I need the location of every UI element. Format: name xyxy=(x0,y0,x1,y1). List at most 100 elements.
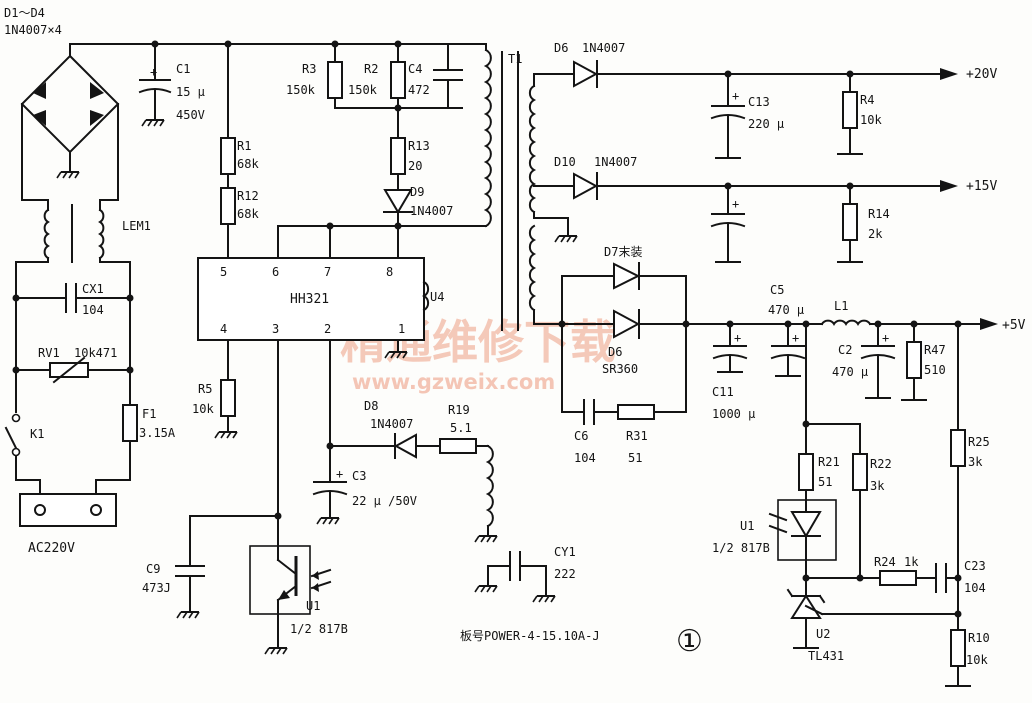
f1-value: 3.15A xyxy=(139,426,176,440)
out-20v: +20V xyxy=(966,67,997,82)
ic-pin4: 4 xyxy=(220,322,227,336)
aux-supply: + xyxy=(312,339,498,543)
l1-ref: L1 xyxy=(834,299,848,313)
cy1-capacitor xyxy=(474,551,556,603)
r25-value: 3k xyxy=(968,455,983,469)
hh321-ic xyxy=(197,222,430,341)
r14-value: 2k xyxy=(868,227,883,241)
r10-value: 10k xyxy=(966,653,988,667)
c23-value: 104 xyxy=(964,581,986,595)
r24-ref: R24 xyxy=(874,555,896,569)
r1-ref: R1 xyxy=(237,139,251,153)
cx1-ref: CX1 xyxy=(82,282,104,296)
r10-ref: R10 xyxy=(968,631,990,645)
feedback-network xyxy=(768,323,971,687)
u1b-ref: U1 xyxy=(740,519,754,533)
figure-number: ① xyxy=(676,624,703,659)
r1-r12-resistors xyxy=(220,43,236,259)
bridge-ref: D1～D4 xyxy=(4,6,45,20)
bridge-part: 1N4007×4 xyxy=(4,23,62,37)
c1-capacitor: + xyxy=(138,43,172,127)
r1-value: 68k xyxy=(237,157,259,171)
r13-ref: R13 xyxy=(408,139,430,153)
rail-15v: + xyxy=(561,172,958,263)
r2-value: 150k xyxy=(348,83,378,97)
svg-text:+: + xyxy=(150,65,157,79)
svg-text:+: + xyxy=(336,467,343,481)
c9-value: 473J xyxy=(142,581,171,595)
c13-value: 220 μ xyxy=(748,117,784,131)
r12-ref: R12 xyxy=(237,189,259,203)
rail-5v: + + + xyxy=(558,262,998,425)
r21-ref: R21 xyxy=(818,455,840,469)
r25-ref: R25 xyxy=(968,435,990,449)
c23-ref: C23 xyxy=(964,559,986,573)
ic-pin6: 6 xyxy=(272,265,279,279)
r14-ref: R14 xyxy=(868,207,890,221)
r5-resistor xyxy=(214,339,238,439)
u4-ref: U4 xyxy=(430,290,444,304)
lem1-ref: LEM1 xyxy=(122,219,151,233)
c11-value: 1000 μ xyxy=(712,407,755,421)
u1-phototransistor xyxy=(175,339,332,655)
c6-ref: C6 xyxy=(574,429,588,443)
out-5v: +5V xyxy=(1002,318,1026,333)
r24-value: 1k xyxy=(904,555,919,569)
cx1-value: 104 xyxy=(82,303,104,317)
svg-text:+: + xyxy=(792,331,799,345)
cy1-ref: CY1 xyxy=(554,545,576,559)
ac-label: AC220V xyxy=(28,541,75,556)
k1-ref: K1 xyxy=(30,427,44,441)
d6b-ref: D6 xyxy=(608,345,622,359)
r22-ref: R22 xyxy=(870,457,892,471)
d9-part: 1N4007 xyxy=(410,204,453,218)
ic-ref: HH321 xyxy=(290,292,329,307)
r2-ref: R2 xyxy=(364,62,378,76)
r31-ref: R31 xyxy=(626,429,648,443)
d6b-part: SR360 xyxy=(602,362,638,376)
t1-secondary-windings xyxy=(517,51,578,331)
svg-text:+: + xyxy=(732,89,739,103)
u1a-part: 1/2 817B xyxy=(290,622,348,636)
out-15v: +15V xyxy=(966,179,997,194)
rail-20v: + xyxy=(561,60,958,159)
r21-value: 51 xyxy=(818,475,832,489)
cx1-capacitor xyxy=(12,283,134,313)
top-rail xyxy=(69,40,487,48)
r19-ref: R19 xyxy=(448,403,470,417)
c5-value: 470 μ xyxy=(768,303,804,317)
ic-pin7: 7 xyxy=(324,265,331,279)
r4-value: 10k xyxy=(860,113,882,127)
ic-pin1: 1 xyxy=(398,322,405,336)
c1-volt: 450V xyxy=(176,108,205,122)
c3-value: 22 μ /50V xyxy=(352,494,417,508)
r47-ref: R47 xyxy=(924,343,946,357)
ic-pin5: 5 xyxy=(220,265,227,279)
rv1-varistor xyxy=(12,356,134,384)
u1a-ref: U1 xyxy=(306,599,320,613)
c2-value: 470 μ xyxy=(832,365,868,379)
c2-ref: C2 xyxy=(838,343,852,357)
c13-ref: C13 xyxy=(748,95,770,109)
d6a-part: 1N4007 xyxy=(582,41,625,55)
r5-value: 10k xyxy=(192,402,214,416)
ic-pin3: 3 xyxy=(272,322,279,336)
f1-fuse xyxy=(95,404,138,509)
c1-ref: C1 xyxy=(176,62,190,76)
r3-ref: R3 xyxy=(302,62,316,76)
t1-primary-winding xyxy=(483,43,503,331)
d10-ref: D10 xyxy=(554,155,576,169)
c4-value: 472 xyxy=(408,83,430,97)
c4-ref: C4 xyxy=(408,62,422,76)
bridge-rectifier xyxy=(20,43,120,201)
ic-pin8: 8 xyxy=(386,265,393,279)
d7-ref: D7末装 xyxy=(604,245,642,259)
c5-ref: C5 xyxy=(770,283,784,297)
r5-ref: R5 xyxy=(198,382,212,396)
rv1-value: 10k471 xyxy=(74,346,117,360)
r19-value: 5.1 xyxy=(450,421,472,435)
ic-pin1-ground xyxy=(384,339,408,359)
t1-ref: T1 xyxy=(508,52,522,66)
